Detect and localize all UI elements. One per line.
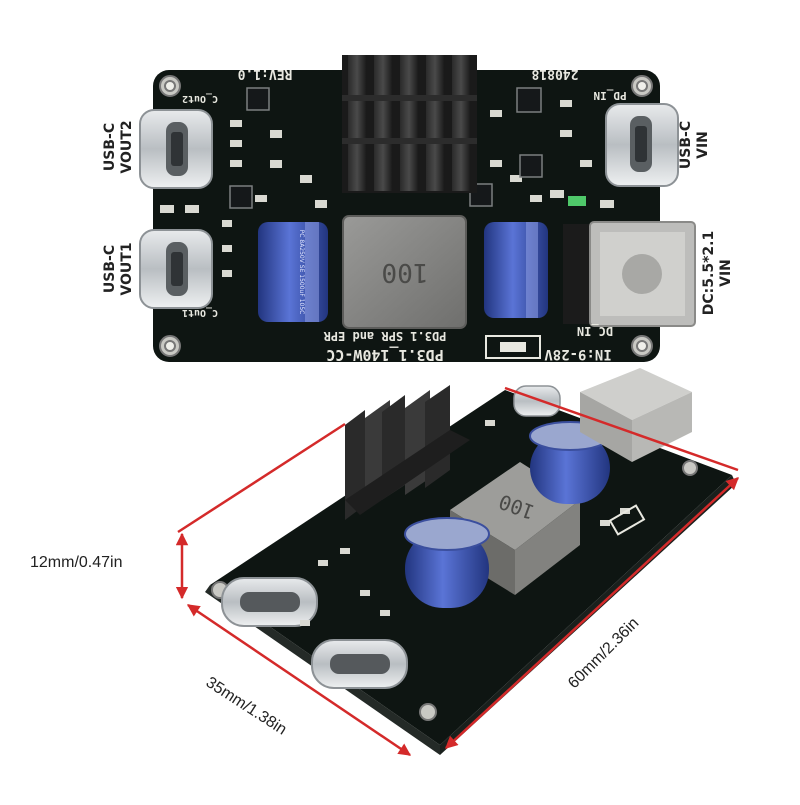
label-dc-vin-name: VIN: [718, 259, 734, 287]
heatsink: [342, 55, 477, 193]
cap-label: PC 8A250V SE 1500uF 105C: [298, 230, 305, 315]
bottom-usb-c-1: [221, 577, 318, 627]
label-usb-vin-type: USB-C: [678, 120, 694, 170]
silk-vin-range: IN:9-28V: [544, 346, 612, 362]
label-vout2: USB-C VOUT2: [102, 112, 136, 182]
top-board: 100 REV:1.0 240818 PD_IN DC_IN PD3.1_140…: [139, 55, 696, 364]
polarity-box: [485, 335, 541, 359]
label-usb-vin: USB-C VIN: [678, 110, 712, 180]
label-usb-vin-name: VIN: [695, 131, 711, 159]
label-vout1-type: USB-C: [102, 244, 118, 294]
silk-out1: C_Out1: [182, 307, 218, 318]
label-vout2-name: VOUT2: [119, 120, 135, 174]
label-dc-vin-type: DC:5.5*2.1: [701, 230, 717, 316]
bottom-capacitor-front: [404, 517, 490, 608]
mounting-holes: [159, 75, 653, 357]
capacitor-right: [484, 222, 548, 318]
dc-barrel-jack: [563, 221, 696, 327]
bottom-heatsink: [345, 385, 470, 520]
width-dimension-line: [186, 603, 412, 757]
silk-rev: REV:1.0: [237, 66, 292, 81]
bottom-usb-c-2: [311, 639, 408, 689]
bottom-board: 100: [205, 368, 736, 755]
usb-c-vout1-port: [139, 229, 213, 309]
dimension-height: 12mm/0.47in: [30, 554, 123, 571]
silk-subtitle: PD3.1 SPR and EPR: [323, 329, 447, 343]
length-dimension-line: [445, 477, 739, 749]
label-vout1-name: VOUT1: [119, 242, 135, 296]
silk-date: 240818: [531, 66, 578, 81]
status-led: [568, 196, 586, 206]
silk-out2: C_Out2: [182, 93, 218, 104]
capacitor-left: [258, 222, 328, 322]
silk-dc-in: DC_IN: [577, 323, 613, 338]
bottom-usb-c-vin: [513, 385, 561, 417]
bottom-dc-jack: [580, 368, 692, 462]
smd-components: [160, 100, 614, 277]
silk-title: PD3.1_140W-CC: [326, 346, 443, 364]
silk-pd-in: PD_IN: [593, 89, 626, 102]
usb-c-vin-port: [605, 103, 679, 187]
inductor-value: 100: [382, 257, 429, 287]
dimension-lines: [175, 386, 739, 757]
inductor: [342, 215, 467, 329]
label-vout2-type: USB-C: [102, 122, 118, 172]
usb-c-vout2-port: [139, 109, 213, 189]
polarity-symbol: [500, 342, 526, 352]
label-vout1: USB-C VOUT1: [102, 234, 136, 304]
label-dc-vin: DC:5.5*2.1 VIN: [701, 221, 735, 325]
